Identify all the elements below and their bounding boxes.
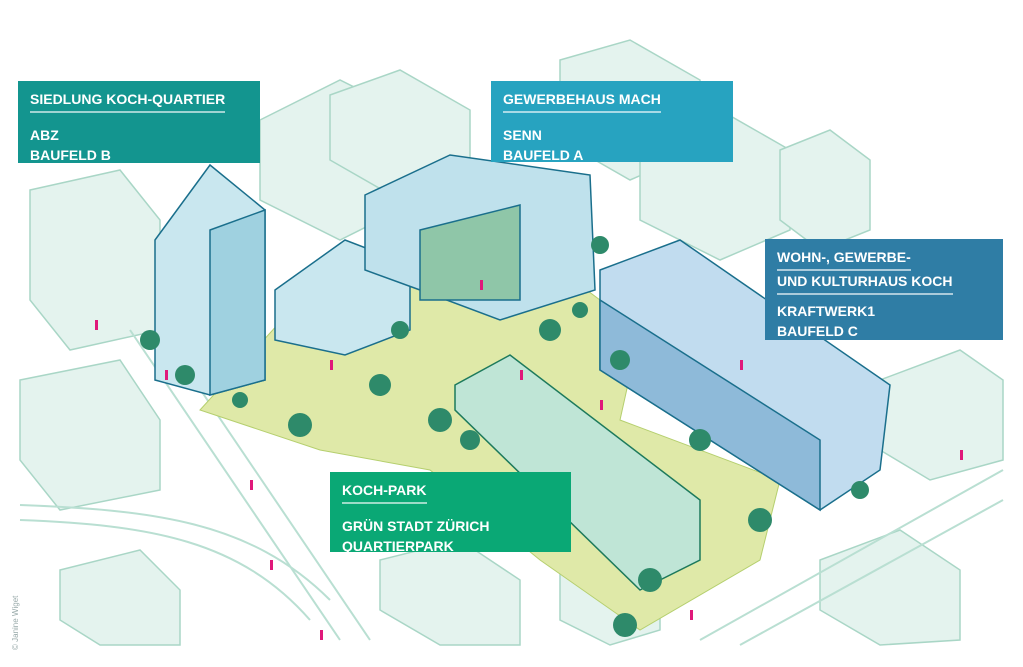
building-baufeld-a — [364, 154, 596, 321]
label-siedlung-koch-quartier: SIEDLUNG KOCH-QUARTIER ABZ BAUFELD B — [18, 81, 260, 163]
label-gewerbehaus-mach: GEWERBEHAUS MACH SENN BAUFELD A — [491, 81, 733, 163]
label-line: GRÜN STADT ZÜRICH — [342, 518, 490, 534]
label-line: BAUFELD C — [777, 323, 858, 339]
label-title-line: UND KULTURHAUS KOCH — [777, 271, 953, 295]
hall-greenhouse — [454, 354, 701, 591]
label-line: ABZ — [30, 127, 59, 143]
label-line: SENN — [503, 127, 542, 143]
label-title: SIEDLUNG KOCH-QUARTIER — [30, 89, 226, 113]
building-baufeld-c — [599, 239, 891, 512]
label-line: QUARTIERPARK — [342, 538, 454, 554]
context-buildings — [19, 39, 1004, 646]
label-koch-park: KOCH-PARK GRÜN STADT ZÜRICH QUARTIERPARK — [330, 472, 571, 554]
label-title: KOCH-PARK — [342, 480, 427, 504]
streets — [19, 329, 1004, 646]
label-kulturhaus-koch: WOHN-, GEWERBE- UND KULTURHAUS KOCH KRAF… — [765, 239, 1003, 340]
image-credit: © Janine Wiget — [11, 595, 20, 650]
label-line: KRAFTWERK1 — [777, 303, 875, 319]
people — [95, 280, 963, 640]
label-title-line: WOHN-, GEWERBE- — [777, 247, 911, 271]
label-line: BAUFELD B — [30, 147, 111, 163]
label-title: GEWERBEHAUS MACH — [503, 89, 661, 113]
label-line: BAUFELD A — [503, 147, 584, 163]
trees — [140, 236, 869, 637]
